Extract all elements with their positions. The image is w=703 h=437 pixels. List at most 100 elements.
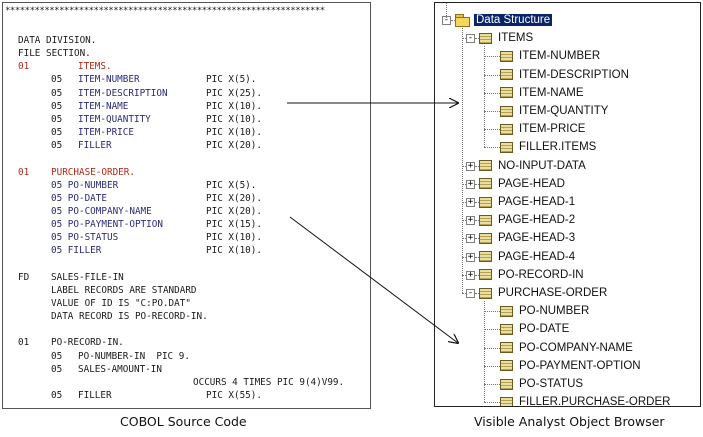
tree-leaf[interactable]: PO-STATUS [500,376,583,392]
tree-node-label: PO-NUMBER [519,305,590,318]
code-line: 05 PO-NUMBER PIC X(5). [3,179,370,192]
tree-node-label: ITEM-DESCRIPTION [519,68,629,81]
code-line: 05 FILLER PIC X(10). [3,244,370,257]
code-token: PIC X(5). [206,74,257,86]
tree-leaf[interactable]: PO-COMPANY-NAME [500,340,633,356]
code-token: ITEM-NAME [78,100,129,112]
code-token: PIC X(10). [206,245,262,257]
expand-icon[interactable]: + [466,269,475,280]
tree-node-label: ITEMS [498,32,534,45]
code-line: 05 ITEM-NAME PIC X(10). [3,100,370,113]
code-line: 05 PO-NUMBER-IN PIC 9. [3,350,370,363]
code-token: PIC X(10). [206,100,262,112]
expand-icon[interactable]: + [466,160,475,171]
tree-leaf[interactable]: PO-DATE [500,321,569,337]
code-token: 05 [51,390,63,402]
cobol-source-panel: ****************************************… [2,2,371,409]
tree-node-label: PO-COMPANY-NAME [519,341,633,354]
code-token: PIC X(25). [206,87,262,99]
expand-icon[interactable]: + [466,251,475,262]
comment-star-line: ****************************************… [5,6,325,16]
code-line: 05 FILLER PIC X(55). [3,389,370,402]
code-token: 01 [18,166,30,178]
code-token: FILLER [78,390,112,402]
code-token: PO-NUMBER-IN PIC 9. [78,350,190,362]
code-token: 05 FILLER [51,245,102,257]
code-token: DATA RECORD IS PO-RECORD-IN. [51,311,208,323]
tree-node-collapsed[interactable]: NO-INPUT-DATA [479,158,586,174]
code-token: 01 [18,61,30,73]
tree-leaf[interactable]: PO-NUMBER [500,303,589,319]
table-icon [479,178,492,190]
collapse-icon[interactable]: - [466,288,475,298]
tree-node-collapsed[interactable]: PAGE-HEAD-2 [479,212,575,228]
tree-node-collapsed[interactable]: PO-RECORD-IN [479,267,584,283]
tree-node-collapsed[interactable]: PAGE-HEAD-4 [479,249,575,265]
table-icon [500,342,513,354]
cobol-caption: COBOL Source Code [120,414,247,429]
tree-node-collapsed[interactable]: PAGE-HEAD [479,176,565,192]
tree-node-purchase-order[interactable]: PURCHASE-ORDER [479,285,607,301]
expand-icon[interactable]: + [466,197,475,207]
table-icon [500,69,513,81]
tree-leaf[interactable]: ITEM-NUMBER [500,48,600,64]
code-token: PIC X(10). [206,113,262,125]
code-token: PIC X(55). [206,390,262,402]
code-token: DATA DIVISION. [18,35,97,46]
tree-leaf[interactable]: ITEM-NAME [500,85,584,101]
code-token: 05 [51,100,63,112]
table-icon [500,50,513,62]
code-token: PIC X(10). [206,127,262,139]
tree-node-label: Data Structure [474,14,553,26]
tree-root[interactable]: Data Structure [455,12,553,28]
tree-node-label: PAGE-HEAD [498,177,565,190]
tree-node-items[interactable]: ITEMS [479,30,533,46]
expand-icon[interactable]: + [466,215,475,226]
tree-leaf[interactable]: ITEM-DESCRIPTION [500,67,629,83]
code-token: PIC X(20). [206,140,262,152]
tree-node-collapsed[interactable]: PAGE-HEAD-1 [479,194,575,210]
tree-node-label: PO-STATUS [519,378,584,390]
code-line: LABEL RECORDS ARE STANDARD [3,284,370,297]
tree-node-collapsed[interactable]: PAGE-HEAD-3 [479,230,575,246]
code-token: PIC X(20). [206,192,262,204]
table-icon [500,123,513,135]
tree-node-label: ITEM-PRICE [519,123,586,136]
code-line: OCCURS 4 TIMES PIC 9(4)V99. [3,376,370,389]
expand-icon[interactable]: + [466,233,475,244]
table-icon [479,214,492,226]
tree-node-label: FILLER.PURCHASE-ORDER [519,396,671,407]
table-icon [500,141,513,153]
tree-node-label: ITEM-NUMBER [519,50,601,63]
tree-leaf[interactable]: PO-PAYMENT-OPTION [500,358,641,374]
code-token: 05 PO-STATUS [51,232,119,244]
tree-node-label: PAGE-HEAD-2 [498,214,576,227]
tree-leaf[interactable]: ITEM-QUANTITY [500,103,608,119]
table-icon [500,105,513,117]
code-token: 05 [51,350,63,362]
tree-leaf[interactable]: FILLER.ITEMS [500,139,596,155]
table-icon [479,269,492,281]
browser-caption: Visible Analyst Object Browser [474,414,665,429]
code-token: 05 PO-NUMBER [51,179,119,191]
code-token: OCCURS 4 TIMES PIC 9(4)V99. [193,376,345,388]
tree-leaf[interactable]: ITEM-PRICE [500,121,585,137]
collapse-icon[interactable]: - [466,33,475,44]
table-icon [479,287,492,299]
table-icon [479,232,492,244]
code-token: SALES-FILE-IN [51,271,124,283]
expand-icon[interactable]: + [466,178,475,189]
tree-node-label: ITEM-NAME [519,86,584,99]
tree-leaf[interactable]: FILLER.PURCHASE-ORDER [500,394,671,407]
code-token: PIC X(15). [206,219,262,231]
code-line: DATA RECORD IS PO-RECORD-IN. [3,310,370,323]
code-token: PIC X(5). [206,179,257,191]
code-token: FILE SECTION. [18,48,91,60]
code-token: LABEL RECORDS ARE STANDARD [51,284,197,296]
code-line: FILE SECTION. [3,47,370,60]
